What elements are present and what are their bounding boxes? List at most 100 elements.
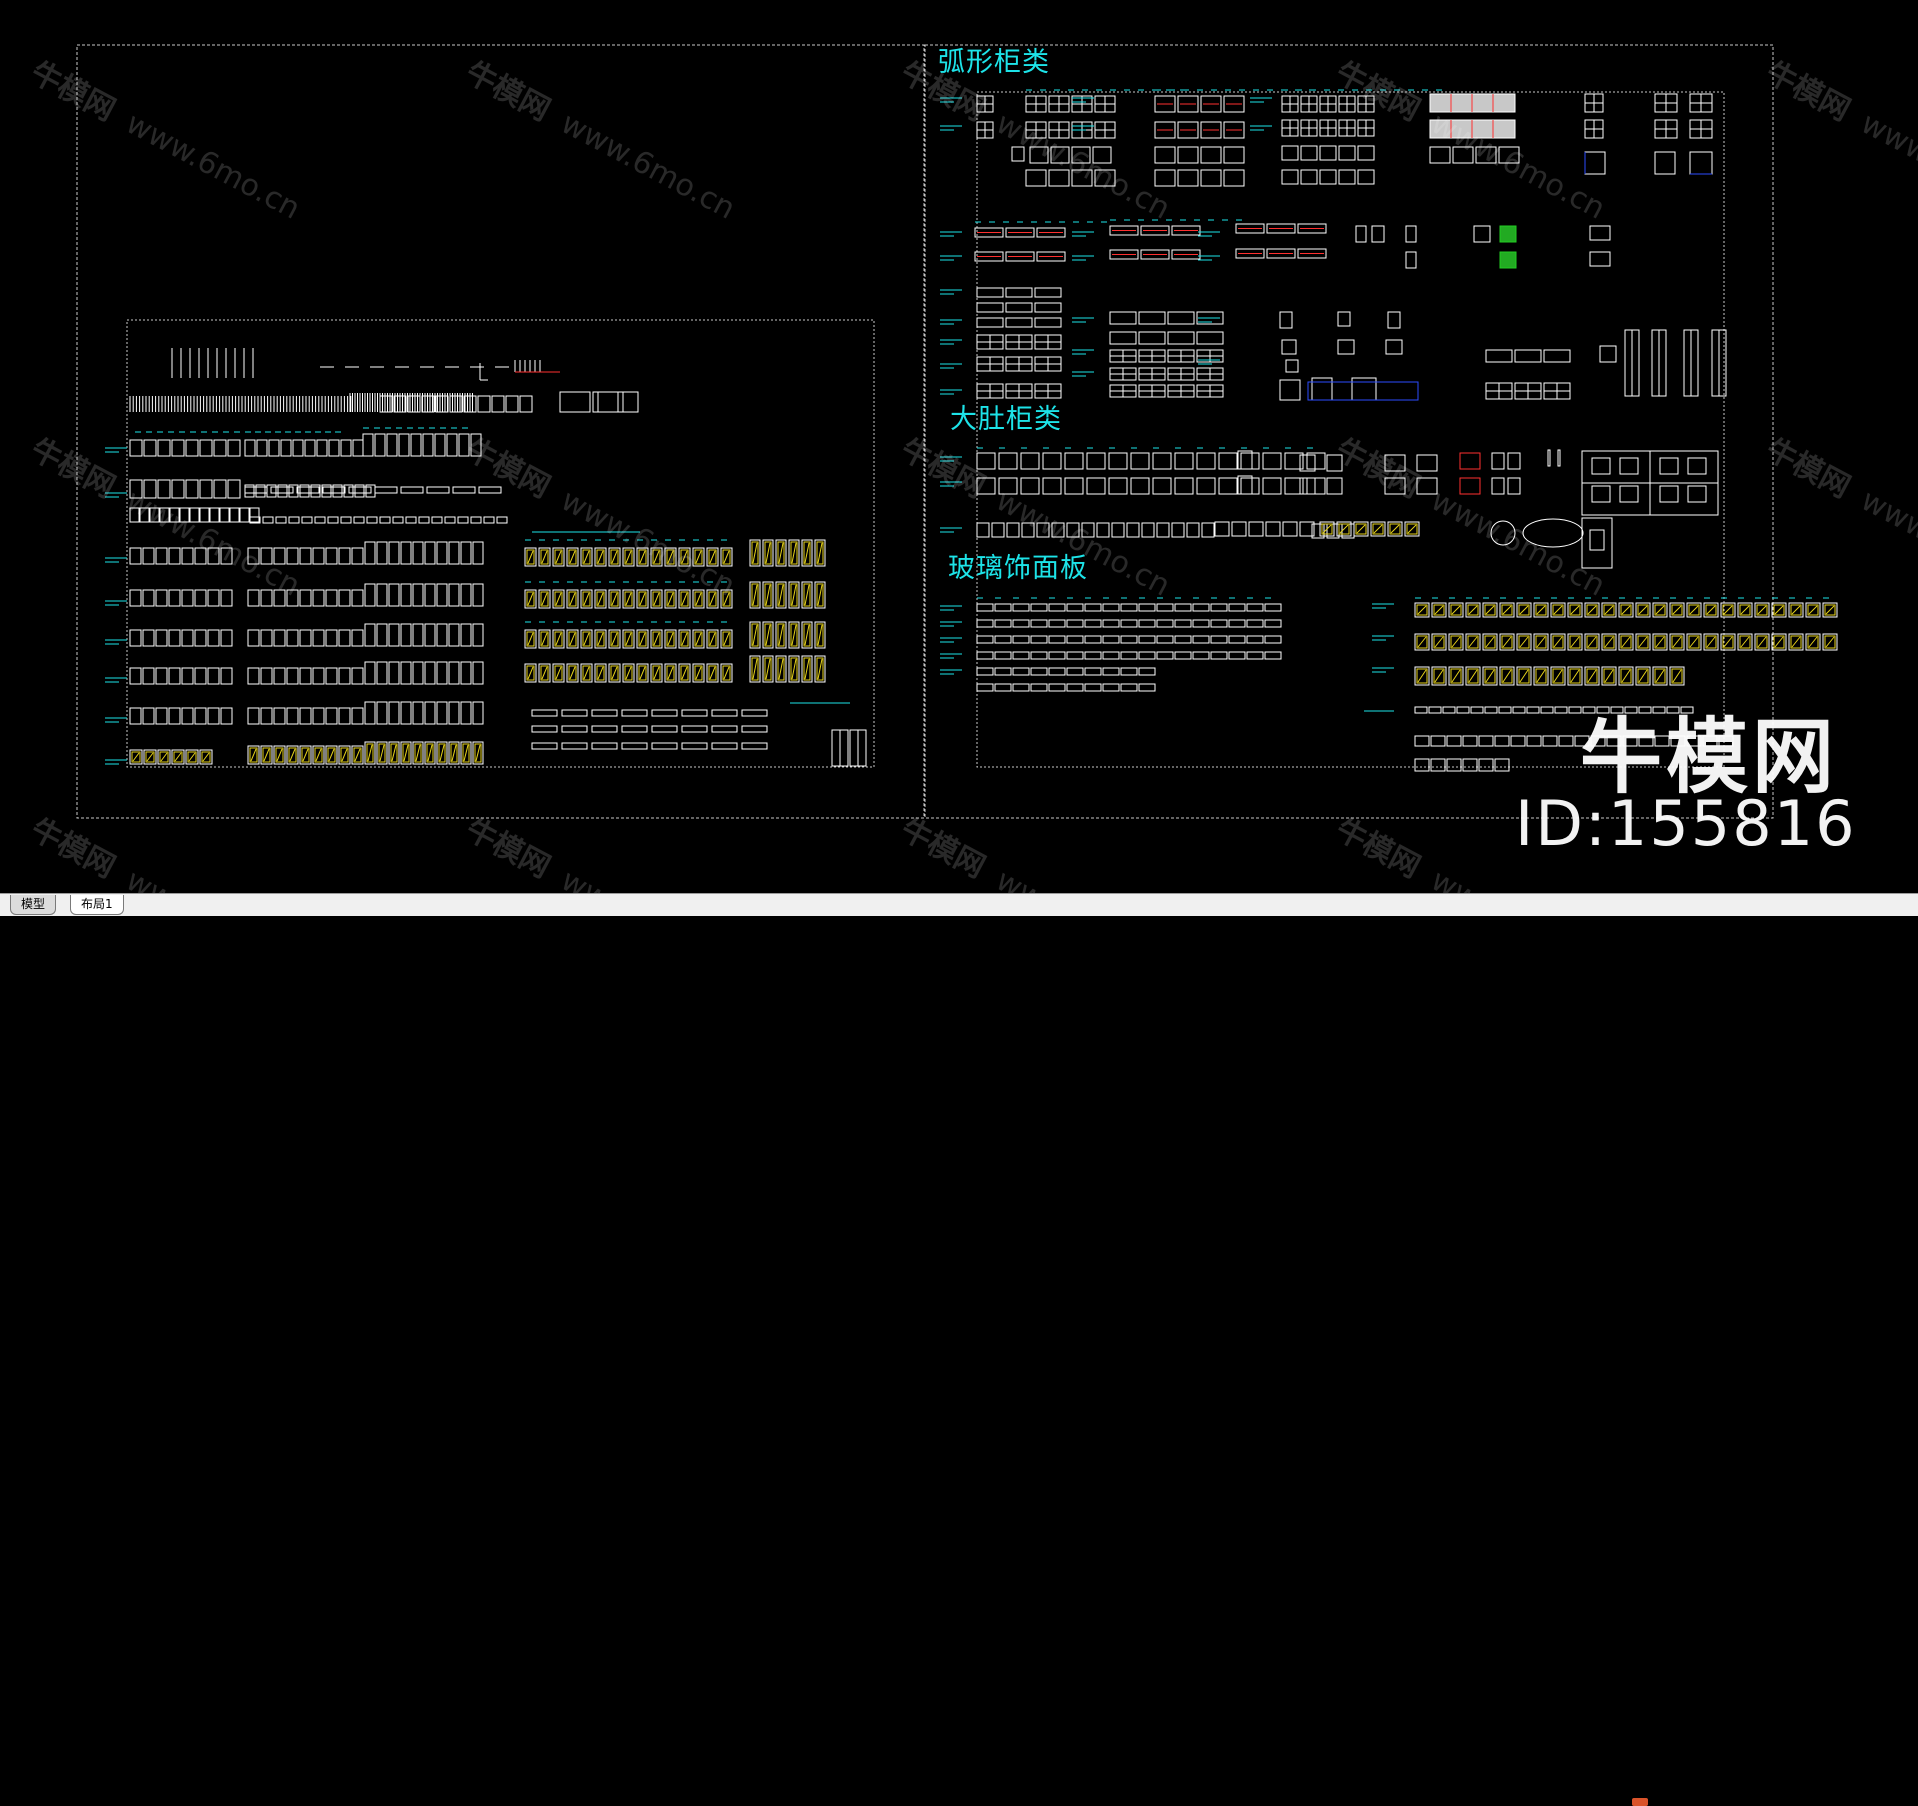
cabinet-elevation — [129, 479, 143, 499]
cabinet-elevation — [185, 479, 199, 499]
cabinet-elevation — [1706, 636, 1716, 648]
cabinet-elevation — [1102, 635, 1120, 644]
cabinet-elevation — [405, 516, 417, 524]
cabinet-elevation — [1417, 669, 1427, 683]
cabinet-elevation — [695, 550, 702, 564]
cabinet-elevation — [611, 550, 618, 564]
tab-layout1[interactable]: 布局1 — [70, 895, 124, 915]
cabinet-elevation — [650, 589, 663, 609]
cabinet-elevation — [1357, 145, 1375, 161]
cabinet-elevation — [611, 632, 618, 646]
cabinet-elevation — [155, 707, 168, 725]
cabinet-elevation — [526, 665, 535, 681]
cabinet-elevation — [976, 619, 994, 628]
cabinet-elevation — [412, 541, 424, 565]
cabinet-elevation — [376, 583, 388, 607]
cabinet-elevation — [636, 663, 649, 683]
cabinet-elevation — [552, 663, 565, 683]
cabinet-elevation — [1670, 735, 1686, 747]
cabinet-elevation — [421, 395, 435, 413]
cabinet-elevation — [1262, 452, 1282, 470]
cabinet-elevation — [1584, 666, 1600, 686]
drawing-viewport[interactable]: 弧形柜类 大肚柜类 玻璃饰面板 牛模网www.6mo.cn 牛模网www.6mo… — [0, 0, 1918, 893]
cabinet-elevation — [351, 745, 364, 765]
cabinet-elevation — [207, 667, 220, 685]
cabinet-elevation — [1484, 668, 1496, 684]
cabinet-elevation — [976, 667, 994, 676]
cabinet-elevation — [412, 623, 424, 647]
cabinet-elevation — [446, 433, 458, 457]
cabinet-plan — [1522, 518, 1584, 548]
cabinet-elevation — [1005, 251, 1035, 262]
cabinet-elevation — [275, 516, 287, 524]
cabinet-elevation — [790, 623, 798, 647]
cabinet-elevation — [169, 507, 180, 523]
cabinet-elevation — [1737, 602, 1753, 618]
cabinet-elevation — [1171, 225, 1201, 236]
cabinet-elevation — [1171, 522, 1185, 538]
cabinet-elevation — [803, 623, 811, 647]
cabinet-elevation — [1156, 522, 1170, 538]
cabinet-elevation — [379, 395, 393, 413]
tab-model[interactable]: 模型 — [10, 895, 57, 915]
cabinet-elevation — [1066, 635, 1084, 644]
cabinet-elevation — [1452, 146, 1474, 164]
cabinet-elevation — [171, 749, 185, 765]
cabinet-elevation — [695, 592, 702, 606]
cabinet-elevation — [1567, 666, 1583, 686]
cabinet-elevation — [1774, 605, 1784, 615]
cabinet-elevation — [582, 665, 591, 681]
cabinet-elevation — [622, 629, 635, 649]
cabinet-elevation — [527, 632, 534, 646]
cabinet-elevation — [424, 541, 436, 565]
cabinet-elevation — [1519, 636, 1529, 648]
cabinet-elevation — [1174, 619, 1192, 628]
cabinet-elevation — [666, 549, 675, 565]
cabinet-elevation — [591, 742, 618, 750]
cabinet-elevation — [1603, 635, 1615, 649]
cad-drawing-canvas[interactable] — [0, 0, 1918, 893]
cabinet-elevation — [207, 707, 220, 725]
cabinet-elevation — [207, 547, 220, 565]
cabinet-elevation — [1210, 619, 1228, 628]
cabinet-elevation — [552, 547, 565, 567]
cabinet-elevation — [478, 486, 502, 494]
cabinet-elevation — [201, 751, 211, 763]
cabinet-elevation — [1498, 706, 1512, 714]
cabinet-elevation — [1621, 605, 1631, 615]
cabinet-elevation — [1337, 339, 1355, 355]
cabinet-elevation — [681, 742, 708, 750]
cabinet-elevation — [1306, 452, 1326, 470]
cabinet-elevation — [803, 583, 811, 607]
cabinet-elevation — [249, 747, 258, 763]
cabinet-elevation — [1126, 522, 1140, 538]
cabinet-elevation — [378, 743, 386, 763]
cabinet-elevation — [173, 751, 183, 763]
cabinet-elevation — [527, 666, 534, 680]
cabinet-elevation — [325, 745, 338, 765]
cabinet-elevation — [325, 707, 338, 725]
cabinet-elevation — [426, 743, 434, 763]
cabinet-elevation — [260, 547, 273, 565]
cabinet-elevation — [804, 658, 810, 680]
cabinet-elevation — [168, 667, 181, 685]
cabinet-elevation — [168, 589, 181, 607]
cabinet-elevation — [327, 516, 339, 524]
cabinet-elevation — [1448, 666, 1464, 686]
cabinet-elevation — [749, 581, 761, 609]
cabinet-elevation — [386, 433, 398, 457]
cabinet-elevation — [1171, 249, 1201, 260]
cabinet-elevation — [1266, 248, 1296, 259]
cabinet-elevation — [1450, 668, 1462, 684]
cabinet-elevation — [1156, 651, 1174, 660]
cabinet-elevation — [552, 629, 565, 649]
cabinet-elevation — [327, 747, 336, 763]
cabinet-elevation — [1264, 651, 1282, 660]
cabinet-elevation — [720, 547, 733, 567]
cabinet-elevation — [1338, 145, 1356, 161]
cabinet-elevation — [1417, 636, 1427, 648]
cabinet-elevation — [458, 433, 470, 457]
cabinet-elevation — [1036, 522, 1050, 538]
cabinet-elevation — [667, 666, 674, 680]
cabinet-elevation — [752, 658, 758, 680]
